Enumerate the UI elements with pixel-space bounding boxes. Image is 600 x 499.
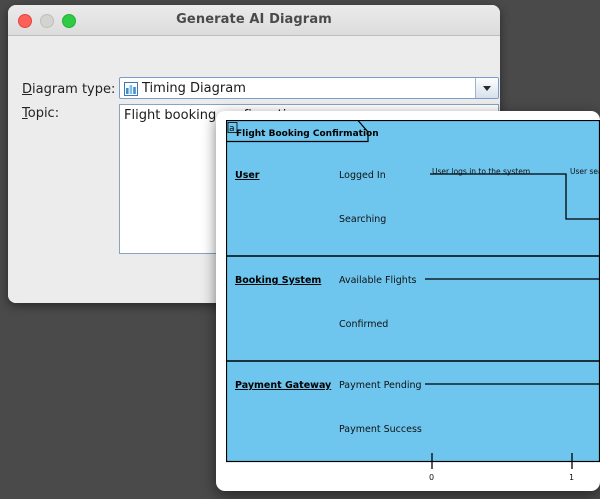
window-controls <box>18 14 76 28</box>
state-label-confirmed: Confirmed <box>339 319 388 330</box>
state-label-available-flights: Available Flights <box>339 275 417 286</box>
minimize-window-button[interactable] <box>40 14 54 28</box>
diagram-preview-window: a Flight Booking Confirmation User Logge… <box>216 111 600 491</box>
timing-diagram-canvas[interactable]: a Flight Booking Confirmation User Logge… <box>226 120 600 484</box>
state-label-payment-pending: Payment Pending <box>339 380 422 391</box>
annotation-user-search: User sea <box>570 167 600 176</box>
diagram-tab-badge: a <box>229 124 235 134</box>
state-label-logged-in: Logged In <box>339 170 386 181</box>
chevron-down-icon[interactable] <box>475 78 498 98</box>
diagram-type-value-wrap[interactable]: Timing Diagram <box>120 78 475 98</box>
diagram-type-label-text: iagram type: <box>32 82 116 97</box>
diagram-type-combobox[interactable]: Timing Diagram <box>119 77 499 99</box>
axis-tick-1: 1 <box>569 473 574 482</box>
axis-tick-0: 0 <box>429 473 434 482</box>
topic-label-text: opic: <box>27 106 60 121</box>
close-window-button[interactable] <box>18 14 32 28</box>
topic-label: Topic: <box>22 106 59 121</box>
diagram-type-value: Timing Diagram <box>142 80 246 96</box>
maximize-window-button[interactable] <box>62 14 76 28</box>
window-title-bar[interactable]: Generate AI Diagram <box>8 5 500 36</box>
diagram-type-label: Diagram type: <box>22 82 115 97</box>
lifeline-name-payment-gateway: Payment Gateway <box>235 380 332 391</box>
timing-diagram-icon <box>124 81 138 96</box>
topic-label-mnemonic: T <box>22 106 28 121</box>
state-label-searching: Searching <box>339 214 386 225</box>
state-label-payment-success: Payment Success <box>339 424 422 435</box>
lifeline-name-booking-system: Booking System <box>235 275 321 286</box>
annotation-user-login: User logs in to the system <box>432 167 530 176</box>
diagram-tab-label: Flight Booking Confirmation <box>236 129 379 139</box>
lifeline-name-user: User <box>235 170 260 181</box>
page-title: Generate AI Diagram <box>176 12 332 27</box>
diagram-type-label-mnemonic: D <box>22 82 33 97</box>
